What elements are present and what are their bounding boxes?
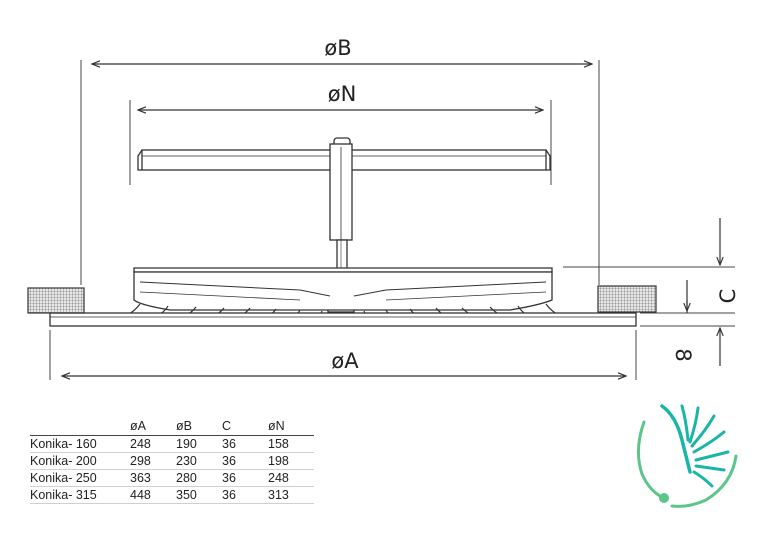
label-diameter-b: øB	[324, 36, 351, 60]
extension-lines	[49, 60, 735, 380]
table-header-cell: C	[222, 418, 268, 436]
table-cell: 198	[268, 452, 314, 470]
table-cell: 313	[268, 486, 314, 504]
table-cell: 363	[130, 469, 176, 487]
table-row: Konika- 160 248 190 36 158	[30, 435, 314, 453]
table-row: Konika- 200 298 230 36 198	[30, 452, 314, 470]
table-header-cell: øA	[130, 418, 176, 436]
table-cell: 36	[222, 435, 268, 453]
dimension-b: øB	[92, 36, 592, 64]
dimension-n: øN	[138, 82, 543, 110]
table-row: Konika- 315 448 350 36 313	[30, 486, 314, 504]
flange-plate	[49, 312, 637, 327]
brand-logo-icon	[637, 404, 738, 508]
table-cell: Konika- 160	[30, 435, 130, 453]
table-cell: 448	[130, 486, 176, 504]
diffuser-body	[133, 267, 553, 311]
table-header-cell: øN	[268, 418, 314, 436]
table-header-cell	[30, 418, 130, 436]
table-cell: 230	[176, 452, 222, 470]
table-cell: 248	[130, 435, 176, 453]
table-cell: Konika- 200	[30, 452, 130, 470]
dimension-a: øA	[62, 349, 626, 376]
table-cell: 350	[176, 486, 222, 504]
table-cell: 298	[130, 452, 176, 470]
table-header-row: øA øB C øN	[30, 418, 314, 436]
table-cell: 158	[268, 435, 314, 453]
table-cell: Konika- 315	[30, 486, 130, 504]
label-diameter-a: øA	[331, 349, 359, 373]
gasket-right	[597, 285, 657, 313]
table-cell: 280	[176, 469, 222, 487]
table-cell: 36	[222, 452, 268, 470]
technical-drawing: øB øN øA C 8	[27, 36, 740, 380]
table-cell: 36	[222, 486, 268, 504]
table-cell: 36	[222, 469, 268, 487]
label-diameter-n: øN	[328, 82, 357, 106]
gasket-left	[27, 287, 85, 314]
dimension-flange: 8	[671, 300, 720, 366]
label-height-c: C	[716, 289, 740, 304]
dimension-c: C	[687, 218, 740, 311]
table-cell: Konika- 250	[30, 469, 130, 487]
table-header-cell: øB	[176, 418, 222, 436]
label-flange: 8	[671, 348, 695, 361]
table-cell: 248	[268, 469, 314, 487]
table-row: Konika- 250 363 280 36 248	[30, 469, 314, 487]
table-cell: 190	[176, 435, 222, 453]
dimensions-table: øA øB C øN Konika- 160 248 190 36 158 Ko…	[30, 418, 314, 504]
